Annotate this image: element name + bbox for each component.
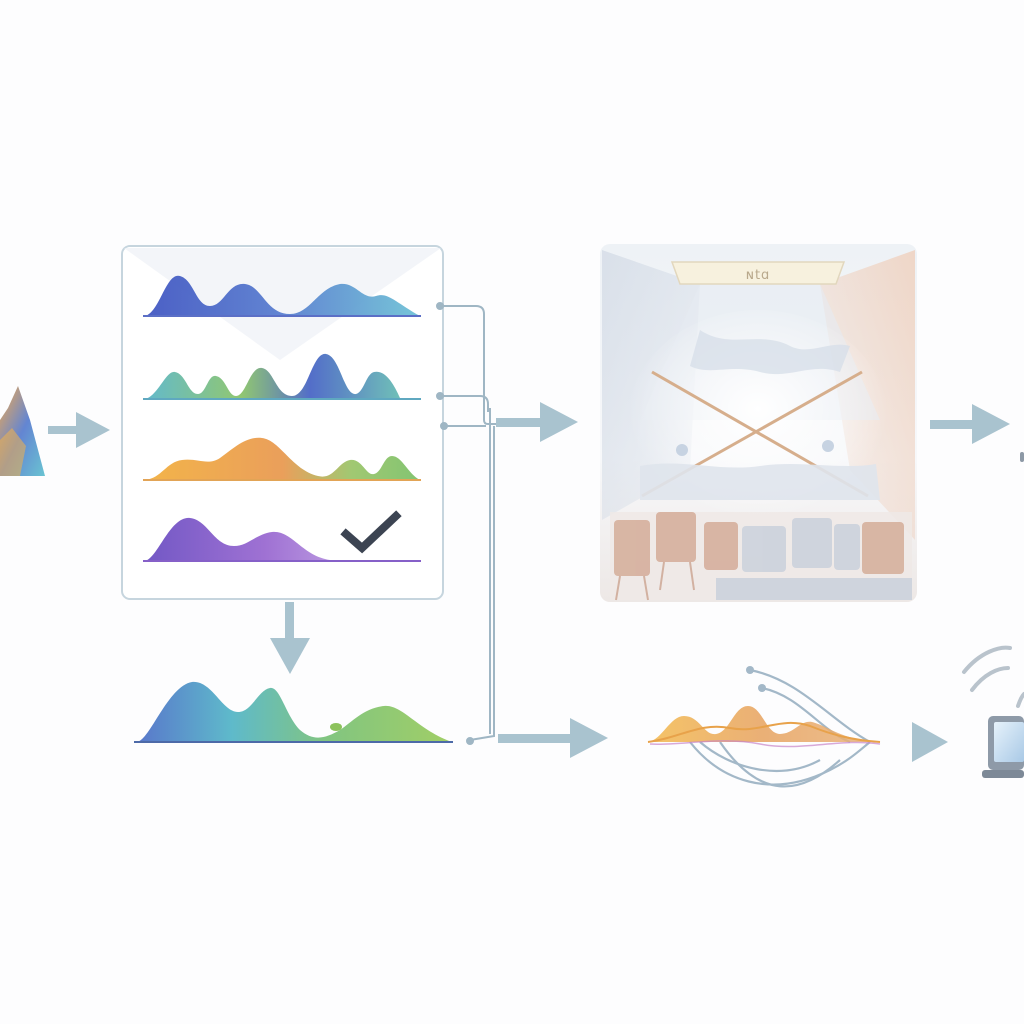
arrow-panel-down [270, 602, 310, 674]
arrow-result-to-wave [498, 718, 608, 758]
room-illustration: ɴtɑ [600, 244, 917, 602]
arrow-room-to-output [930, 404, 1024, 462]
waveform-row-3 [143, 437, 421, 481]
arrow-wave-to-device [912, 722, 948, 762]
arrow-input-to-panel [48, 412, 110, 448]
arrow-panel-to-room [496, 402, 578, 442]
checkmark-icon [340, 510, 402, 554]
result-waveform [134, 681, 453, 743]
waveform-row-2 [143, 353, 421, 400]
connector-lines [436, 302, 520, 745]
waveform-row-1 [143, 275, 421, 317]
sound-wave-bundle [646, 666, 940, 788]
waveform-row-4 [143, 510, 421, 562]
wifi-signal-icon [962, 645, 1024, 708]
monitor-icon [982, 716, 1024, 778]
stage-sign: ɴtɑ [670, 261, 846, 285]
input-glyph [0, 386, 45, 476]
stage-sign-text: ɴtɑ [746, 268, 771, 283]
waveform-panel [121, 245, 444, 600]
output-device [962, 645, 1024, 778]
